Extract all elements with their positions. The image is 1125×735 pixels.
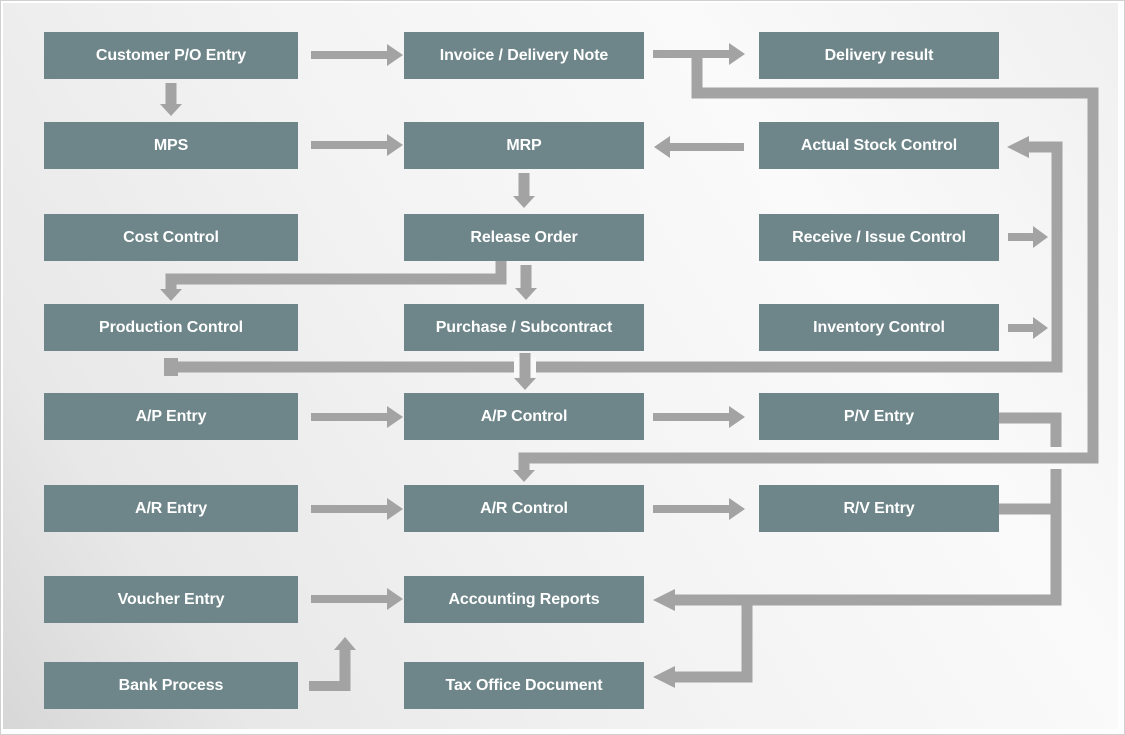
edge-ar-entry-to-ar-control <box>311 498 403 520</box>
node-label: Delivery result <box>824 46 934 64</box>
node-invoice-delivery-note: Invoice / Delivery Note <box>404 32 644 79</box>
edge-purchase-to-ap-control <box>514 353 536 390</box>
node-voucher-entry: Voucher Entry <box>44 576 298 623</box>
node-label: Release Order <box>470 228 578 246</box>
node-label: MPS <box>153 136 189 154</box>
node-production-control: Production Control <box>44 304 298 351</box>
edge-customer-po-to-mps <box>160 83 182 116</box>
edge-actual-stock-to-mrp <box>654 136 744 158</box>
edge-invoice-to-delivery-result <box>653 43 745 65</box>
edge-invoice-to-ar-control <box>513 54 1099 482</box>
node-mps: MPS <box>44 122 298 169</box>
node-label: R/V Entry <box>843 499 915 517</box>
node-customer-po-entry: Customer P/O Entry <box>44 32 298 79</box>
node-ar-entry: A/R Entry <box>44 485 298 532</box>
node-label: Inventory Control <box>813 318 945 336</box>
edge-ar-control-to-rv-entry <box>653 498 745 520</box>
node-label: Accounting Reports <box>448 590 600 608</box>
node-label: Cost Control <box>123 228 219 246</box>
node-ap-control: A/P Control <box>404 393 644 440</box>
edge-receive-issue-to-loop <box>1008 226 1048 248</box>
edge-mrp-to-release-order <box>513 173 535 208</box>
node-release-order: Release Order <box>404 214 644 261</box>
node-label: A/R Control <box>480 499 568 517</box>
node-accounting-reports: Accounting Reports <box>404 576 644 623</box>
node-rv-entry: R/V Entry <box>759 485 999 532</box>
node-ap-entry: A/P Entry <box>44 393 298 440</box>
edge-inventory-to-loop <box>1008 317 1048 339</box>
edge-pv-rv-to-accounting-and-tax <box>653 412 1062 688</box>
edge-mps-to-mrp <box>311 134 403 156</box>
node-mrp: MRP <box>404 122 644 169</box>
node-ar-control: A/R Control <box>404 485 644 532</box>
edge-voucher-to-accounting <box>311 588 403 610</box>
node-cost-control: Cost Control <box>44 214 298 261</box>
node-label: Invoice / Delivery Note <box>439 46 609 64</box>
edge-bank-process-to-voucher <box>309 637 356 691</box>
node-label: Receive / Issue Control <box>792 228 966 246</box>
node-bank-process: Bank Process <box>44 662 298 709</box>
edge-release-to-purchase <box>515 265 537 300</box>
node-label: A/P Control <box>480 407 568 425</box>
edge-ap-control-to-pv-entry <box>653 406 745 428</box>
node-actual-stock-control: Actual Stock Control <box>759 122 999 169</box>
node-receive-issue-control: Receive / Issue Control <box>759 214 999 261</box>
node-purchase-subcontract: Purchase / Subcontract <box>404 304 644 351</box>
node-label: Customer P/O Entry <box>95 46 247 64</box>
edge-production-to-actual-stock <box>164 136 1063 376</box>
node-inventory-control: Inventory Control <box>759 304 999 351</box>
node-delivery-result: Delivery result <box>759 32 999 79</box>
edge-customer-po-to-invoice <box>311 44 403 66</box>
node-label: Actual Stock Control <box>800 136 958 154</box>
node-label: A/P Entry <box>135 407 207 425</box>
node-label: Tax Office Document <box>445 676 603 694</box>
edge-release-to-production <box>160 261 507 301</box>
node-label: Bank Process <box>118 676 224 694</box>
node-label: MRP <box>506 136 542 154</box>
edge-ap-entry-to-ap-control <box>311 406 403 428</box>
node-label: Production Control <box>99 318 243 336</box>
node-label: A/R Entry <box>135 499 207 517</box>
node-pv-entry: P/V Entry <box>759 393 999 440</box>
node-label: Purchase / Subcontract <box>435 318 613 336</box>
node-tax-office-document: Tax Office Document <box>404 662 644 709</box>
node-label: Voucher Entry <box>117 590 225 608</box>
node-label: P/V Entry <box>843 407 915 425</box>
